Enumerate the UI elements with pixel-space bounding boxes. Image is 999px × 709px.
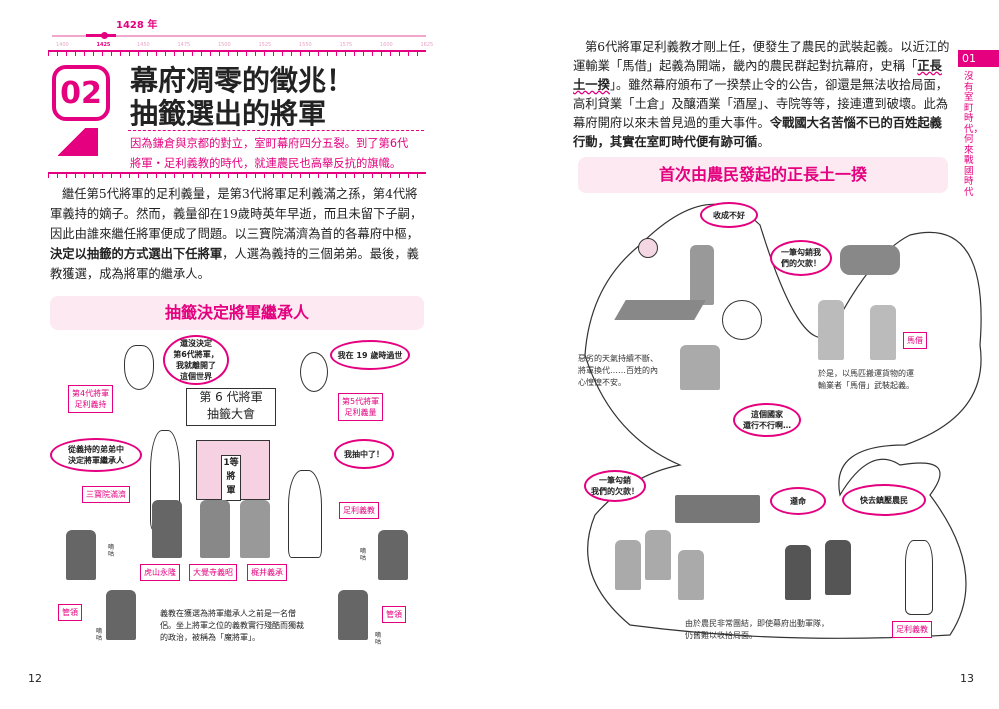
speech-bubble: 收成不好 [700,202,758,228]
kanrei-figure [378,530,408,580]
timeline-year: 1600 [380,42,393,48]
illustration-caption: 義教在獲選為將軍繼承人之前是一名僧 侶。坐上將軍之位的義教實行殘酷而獨裁 的政治… [160,609,304,642]
timeline-year: 1525 [258,42,272,48]
peasant-figure [615,540,641,590]
label-kanrei-left: 管領 [58,604,82,621]
label-kanrei-right: 管領 [382,606,406,623]
label-candidate: 梶井義承 [247,564,287,581]
murmur-text: 嘀咕 [108,544,115,558]
body-text: 繼任第5代將軍的足利義量，是第3代將軍足利義滿之孫，第4代將軍義持的嫡子。然而，… [50,184,428,284]
farmer-figure [690,245,714,305]
page-number-left: 12 [28,672,42,685]
speech-bubble: 快去鎮壓農民 [842,484,926,516]
murmur-text: 嘀咕 [96,628,103,642]
body-plain: 繼任第5代將軍的足利義量，是第3代將軍足利義滿之孫，第4代將軍義持的嫡子。然而，… [50,187,423,241]
ruler-bottom [48,172,426,178]
body-end: 。 [757,135,770,149]
timeline-year: 1450 [137,42,150,48]
kanrei-figure [106,590,136,640]
subtitle: 因為鎌倉與京都的對立，室町幕府四分五裂。到了第6代 將軍・足利義教的時代，就連農… [130,134,408,174]
body-part: 」。雖然幕府頒布了一揆禁止令的公告，卻還是無法收拾局面，高利貸業「土倉」及釀酒業… [573,78,949,130]
subtitle-line-2: 將軍・足利義教的時代，就連農民也高舉反抗的旗幟。 [130,157,402,170]
bashaku-figure [870,305,896,360]
murmur-text: 嘀咕 [360,548,367,562]
body-text: 第6代將軍足利義教才剛上任，便發生了農民的武裝起義。以近江的運輸業「馬借」起義為… [573,38,951,152]
timeline-year: 1425 [96,42,111,48]
label-candidate: 虎山永隆 [140,564,180,581]
chapter-number: 02 [52,65,110,121]
side-tab-text: 沒有室町時代，何來戰國時代 [964,71,984,198]
scene-outline [584,203,982,639]
speech-bubble: 我在 19 歲時過世 [330,340,410,370]
yoshinori-figure [288,470,322,558]
label-yoshinori: 足利義教 [892,621,932,638]
caption-right: 於是，以馬匹搬運貨物的運 輸業者「馬借」武裝起義。 [818,369,914,390]
label-mansai: 三寶院滿濟 [82,486,130,503]
bashaku-figure [818,300,844,360]
timeline-year: 1550 [299,42,312,48]
peasant-figure [678,550,704,600]
timeline-marker-label: 1428 年 [116,20,158,31]
timeline-year: 1575 [339,42,353,48]
timeline-year: 1500 [218,42,231,48]
subtitle-line-1: 因為鎌倉與京都的對立，室町幕府四分五裂。到了第6代 [130,137,409,150]
timeline-year: 1625 [420,42,434,48]
peasant-figure [645,530,671,580]
sun-icon [638,238,658,258]
soldier-figure [825,540,851,595]
monk-figure [152,500,182,558]
title-line-2: 抽籤選出的將軍 [130,97,327,130]
title-line-1: 幕府凋零的徵兆！ [130,64,355,97]
label-candidate: 大覺寺義昭 [189,564,237,581]
speech-bubble: 這個國家 還行不行啊… [733,403,801,437]
japan-map-icon [58,128,98,156]
body-bold: 決定以抽籤的方式選出下任將軍 [50,247,223,261]
thought-bubble [722,300,762,340]
body-bold: 令戰國大名苦惱不已的百姓起義行動，其實在室町時代便有跡可循 [573,116,942,149]
ruler-top [48,50,426,56]
horse-figure [840,245,900,275]
caption-bottom: 由於農民非常團結，即使幕府出動軍隊， 仍舊難以收拾局面。 [685,619,829,640]
speech-bubble: 遵命 [770,487,826,515]
speech-bubble: 一筆勾銷 我們的欠款！ [584,470,646,502]
timeline-dot [101,32,108,39]
divider [128,130,424,131]
label-yoshikazu: 第5代將軍 足利義量 [338,393,384,421]
timeline-line [52,35,426,37]
side-tab-number: 01 [958,50,999,67]
speech-bubble: 一筆勾銷我 們的欠款！ [770,240,832,276]
speech-bubble: 從義持的弟弟中 決定將軍繼承人 [50,438,142,472]
soldier-figure [785,545,811,600]
yoshinori-figure [905,540,933,615]
dry-field [614,300,706,320]
label-bashaku: 馬借 [903,332,927,349]
villagers-figure [680,345,720,390]
kanrei-figure [338,590,368,640]
lottery-tag: 1等 將 軍 [221,455,241,501]
caption-left: 惡劣的天氣持續不斷、 將軍換代……百姓的內 心惶惶不安。 [578,354,658,387]
label-yoshinori: 足利義教 [339,502,379,519]
page-title: 幕府凋零的徵兆！ 抽籤選出的將軍 [130,64,354,130]
body-part: 第6代將軍足利義教才剛上任，便發生了農民的武裝起義。以近江的運輸業「馬借」起義為… [573,40,950,73]
page-number-right: 13 [960,672,974,685]
speech-bubble: 我抽中了！ [334,439,394,469]
monk-figure [240,500,270,558]
speech-bubble: 還沒決定 第6代將軍， 我就離開了 這個世界 [163,335,229,385]
timeline-year: 1475 [177,42,191,48]
murmur-text: 嘀咕 [375,632,382,646]
section-header: 首次由農民發起的正長土一揆 [578,157,948,193]
kanrei-figure [66,530,96,580]
event-sign: 第 6 代將軍 抽籤大會 [186,388,276,426]
body-end: ，人選為義持的三個弟弟。最後，義教獲選，成為將軍的繼承人。 [50,247,419,281]
storehouse [675,495,760,523]
timeline-year: 1400 [56,42,69,48]
monk-figure [200,500,230,558]
yoshimochi-ghost [124,345,154,390]
label-yoshimochi: 第4代將軍 足利義持 [68,385,114,413]
section-header: 抽籤決定將軍繼承人 [50,296,424,330]
yoshikazu-ghost [300,352,328,392]
key-term: 正長土一揆 [573,59,942,92]
